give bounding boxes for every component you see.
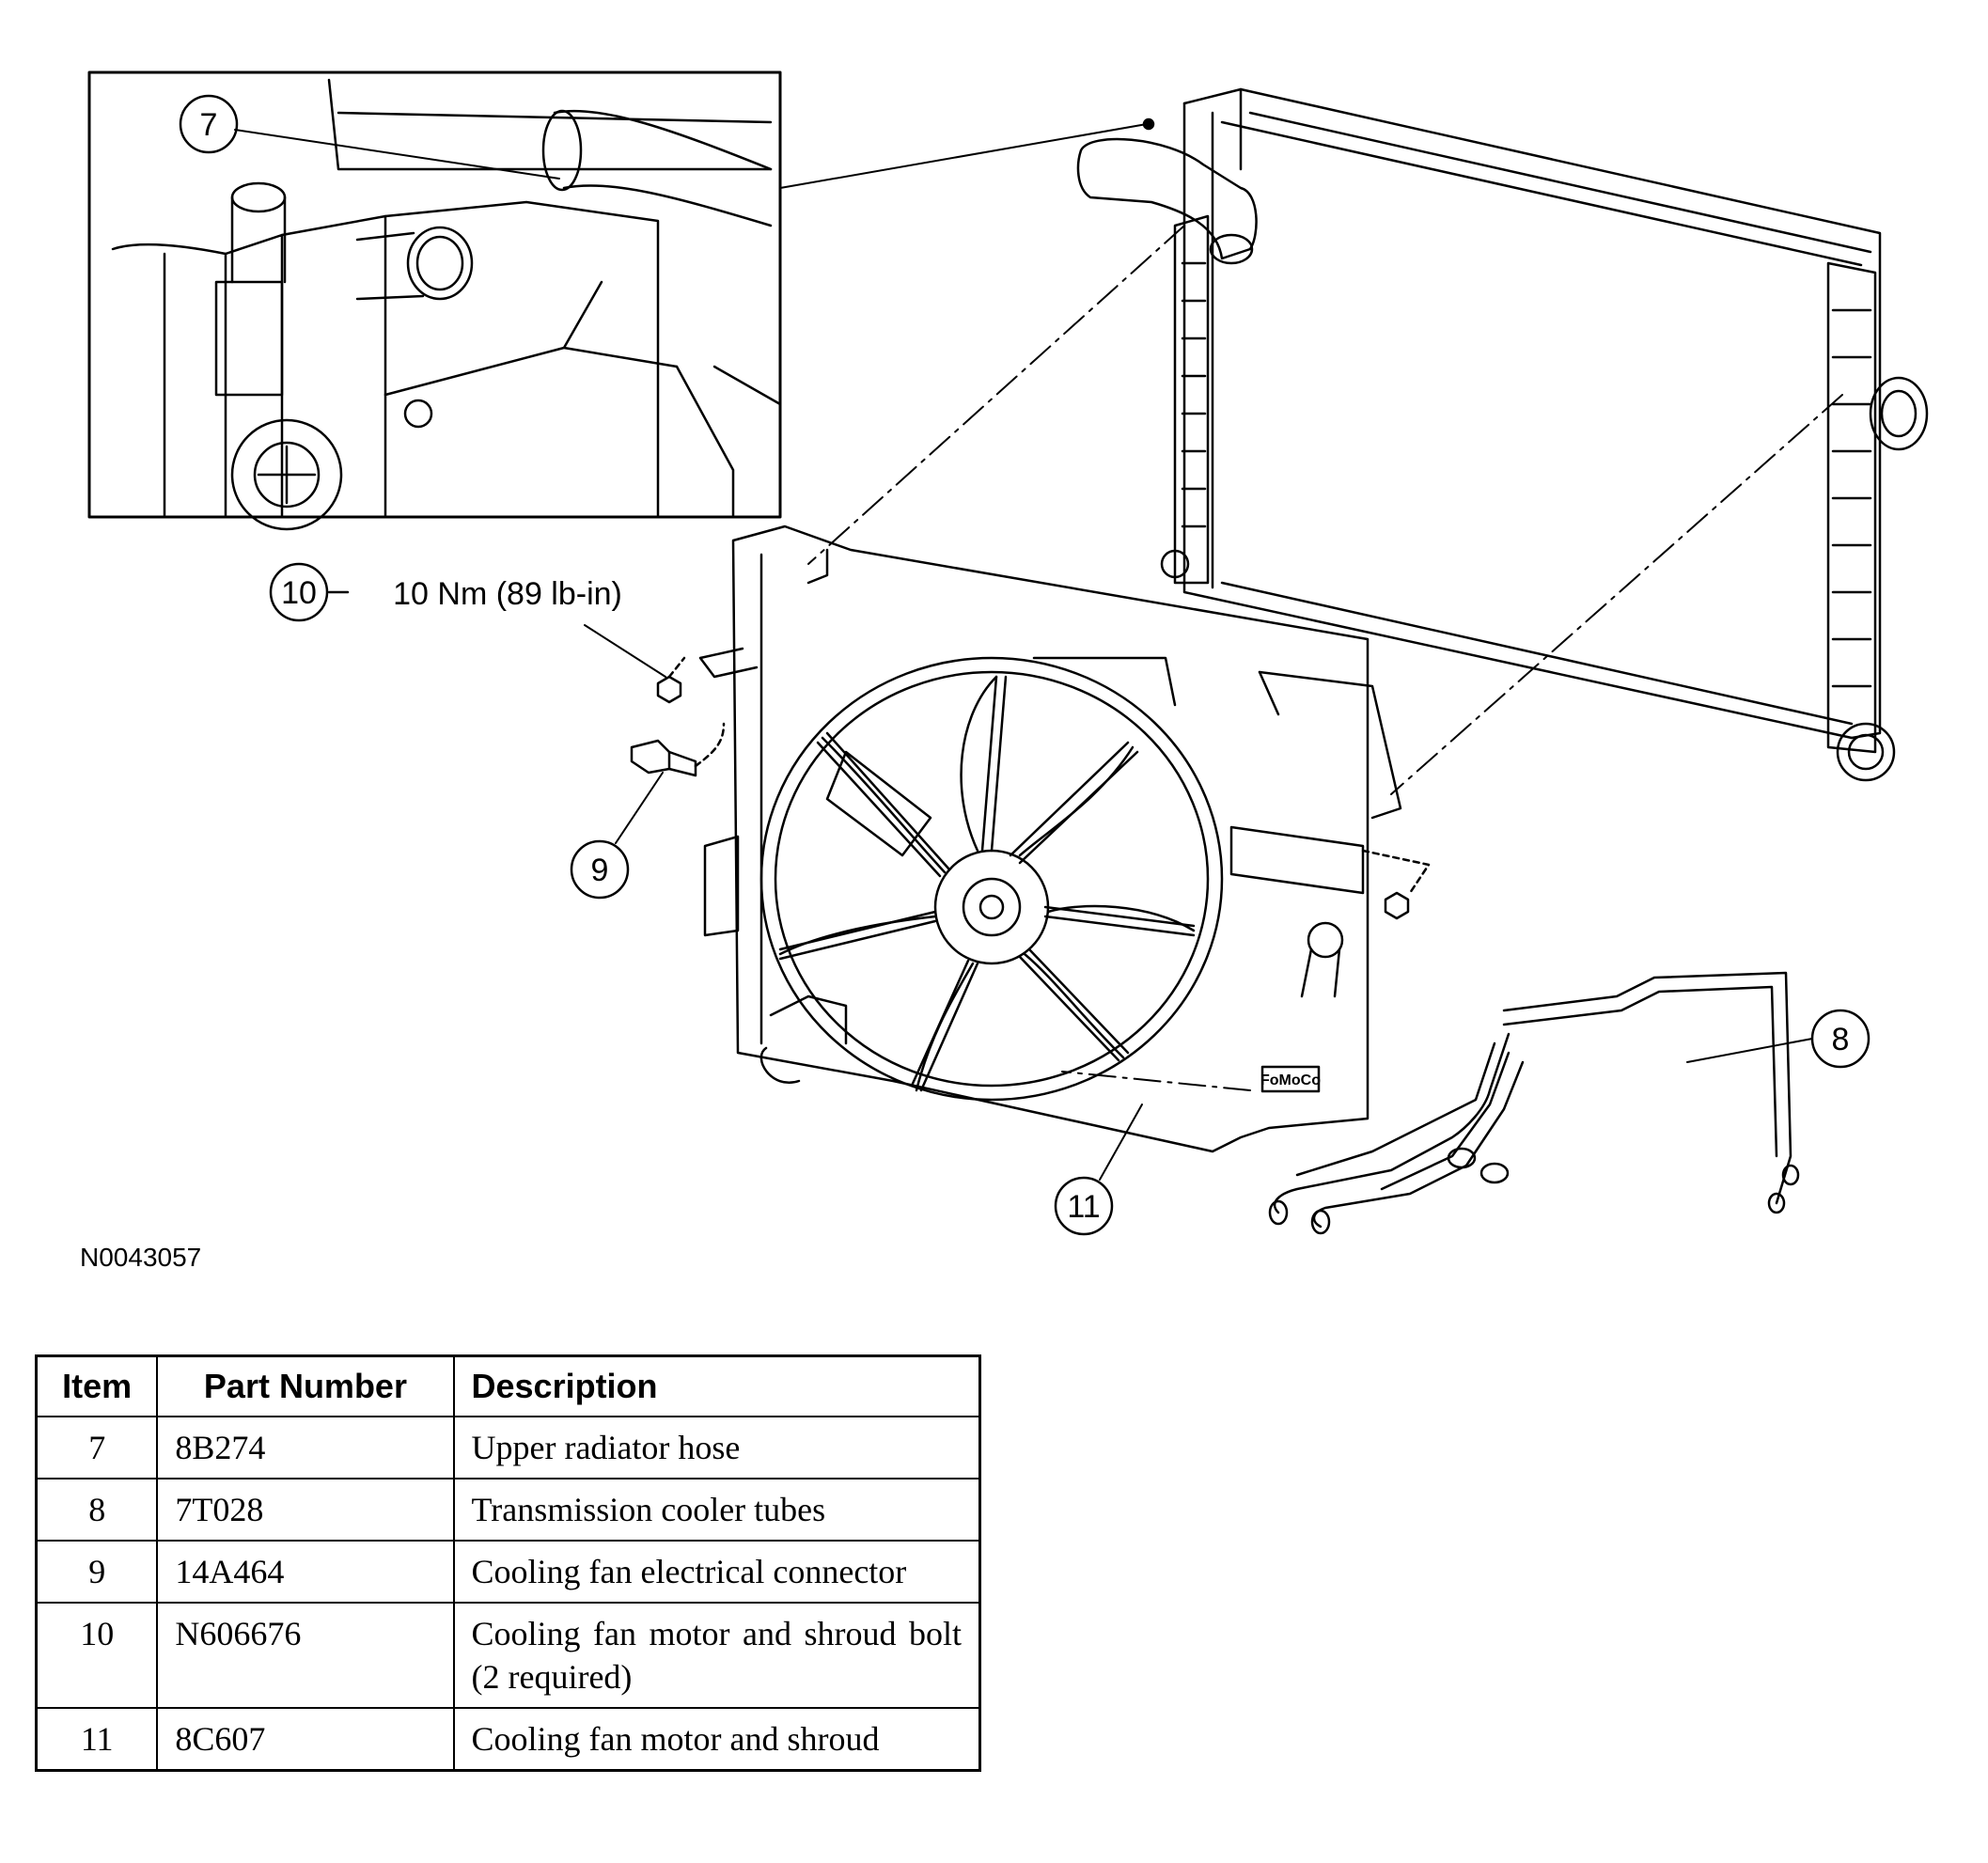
cooling-fan	[759, 656, 1224, 1102]
fan-shroud: FoMoCo	[698, 524, 1402, 1153]
detail-inset	[87, 70, 782, 531]
exploded-diagram: FoMoCo	[87, 70, 1929, 1236]
table-row: 8 7T028 Transmission cooler tubes	[35, 1478, 981, 1542]
parts-table: Item Part Number Description 7 8B274 Upp…	[35, 1354, 981, 1772]
callout-8-label: 8	[1832, 1022, 1850, 1057]
cell-item: 11	[35, 1707, 159, 1772]
cell-part-number: 14A464	[156, 1540, 455, 1604]
cell-item: 10	[35, 1602, 159, 1709]
header-item: Item	[35, 1354, 159, 1417]
header-description: Description	[452, 1354, 981, 1417]
cell-description: Transmission cooler tubes	[452, 1478, 981, 1542]
callout-9-label: 9	[591, 853, 609, 888]
cell-part-number: 8C607	[156, 1707, 455, 1772]
cell-description: Cooling fan motor and shroud bolt (2 req…	[452, 1602, 981, 1709]
cell-description: Cooling fan electrical connector	[452, 1540, 981, 1604]
cell-description: Upper radiator hose	[452, 1416, 981, 1479]
cell-description: Cooling fan motor and shroud	[452, 1707, 981, 1772]
radiator	[1076, 87, 1929, 782]
callout-8	[1686, 1009, 1871, 1069]
cell-part-number: N606676	[156, 1602, 455, 1709]
table-header-row: Item Part Number Description	[35, 1354, 981, 1417]
header-part-number: Part Number	[156, 1354, 455, 1417]
shroud-bolts	[656, 656, 1431, 920]
cell-part-number: 8B274	[156, 1416, 455, 1479]
callout-7-label: 7	[200, 107, 218, 143]
cooler-tubes	[1268, 971, 1800, 1235]
electrical-connector	[630, 722, 726, 777]
callout-11-label: 11	[1067, 1189, 1100, 1225]
callout-10-label: 10	[281, 575, 317, 611]
cell-item: 7	[35, 1416, 159, 1479]
torque-spec: 10 Nm (89 lb-in)	[393, 576, 622, 612]
figure-id: N0043057	[80, 1243, 202, 1272]
table-row: 11 8C607 Cooling fan motor and shroud	[35, 1707, 981, 1772]
cell-part-number: 7T028	[156, 1478, 455, 1542]
fomoco-badge-text: FoMoCo	[1260, 1072, 1321, 1088]
callout-9	[570, 772, 664, 900]
table-row: 10 N606676 Cooling fan motor and shroud …	[35, 1602, 981, 1709]
callout-10	[269, 562, 666, 678]
callout-11	[1054, 1104, 1143, 1236]
table-row: 7 8B274 Upper radiator hose	[35, 1416, 981, 1479]
cell-item: 8	[35, 1478, 159, 1542]
cell-item: 9	[35, 1540, 159, 1604]
callout-7	[179, 94, 239, 154]
table-row: 9 14A464 Cooling fan electrical connecto…	[35, 1540, 981, 1604]
